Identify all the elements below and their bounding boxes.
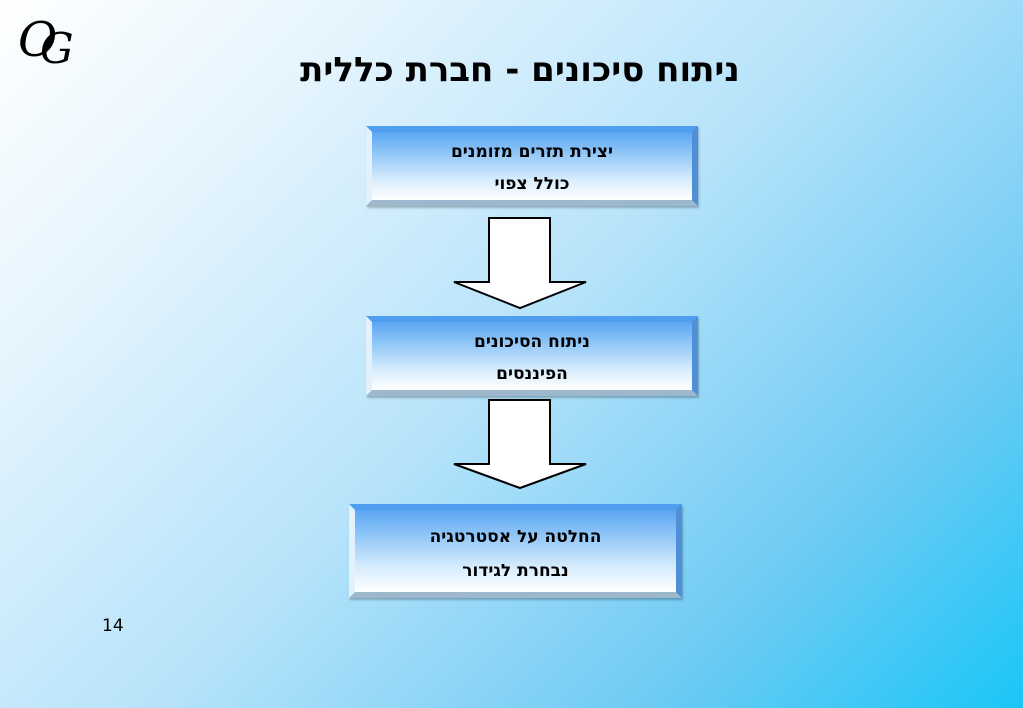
- flow-step-risk-analysis: ניתוח הסיכונים הפיננסים: [366, 316, 698, 396]
- logo-letter-g: G: [40, 24, 74, 73]
- logo-letter-o: O: [18, 12, 58, 68]
- flow-step-line2: הפיננסים: [496, 364, 568, 384]
- flow-step-line2: נבחרת לגידור: [462, 561, 569, 581]
- flow-step-line1: ניתוח הסיכונים: [473, 332, 590, 352]
- flow-step-line1: החלטה על אסטרטגיה: [429, 527, 602, 547]
- flow-step-line1: יצירת תזרים מזומנים: [450, 142, 614, 162]
- flow-step-cash-flow: יצירת תזרים מזומנים כולל צפוי: [366, 126, 698, 206]
- flow-step-hedging-strategy: החלטה על אסטרטגיה נבחרת לגידור: [349, 504, 682, 598]
- slide-page-number: 14: [102, 616, 124, 636]
- company-logo: O G: [18, 12, 78, 74]
- flow-arrow-down-icon: [453, 217, 587, 310]
- flow-step-line2: כולל צפוי: [494, 174, 570, 194]
- slide-title: ניתוח סיכונים - חברת כללית: [300, 50, 740, 90]
- flow-arrow-down-icon: [453, 399, 587, 490]
